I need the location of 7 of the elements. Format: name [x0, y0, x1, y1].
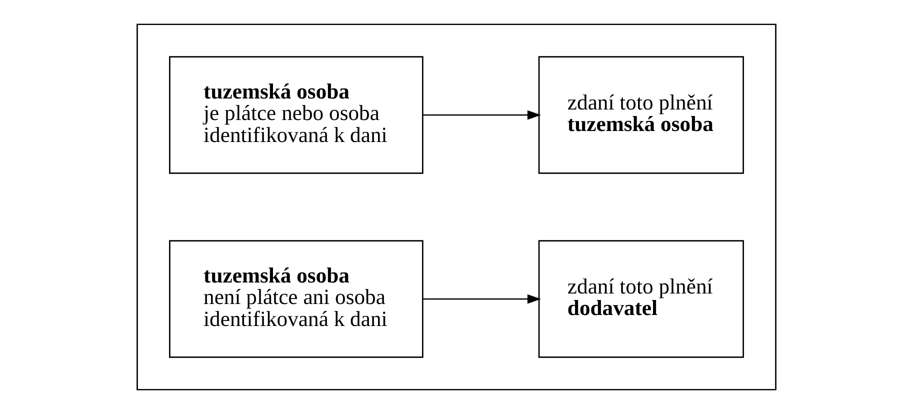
- node-box: tuzemská osoba je plátce nebo osoba identifikovaná k dani: [169, 56, 424, 174]
- node-box: zdaní toto plnění dodavatel: [538, 240, 744, 358]
- arrow: [423, 110, 541, 120]
- cluster: [136, 24, 776, 390]
- node-box: tuzemská osoba není plátce ani osoba identifikovaná k dani: [169, 240, 424, 358]
- node-box: zdaní toto plnění tuzemská osoba: [538, 56, 744, 174]
- arrow: [423, 294, 541, 304]
